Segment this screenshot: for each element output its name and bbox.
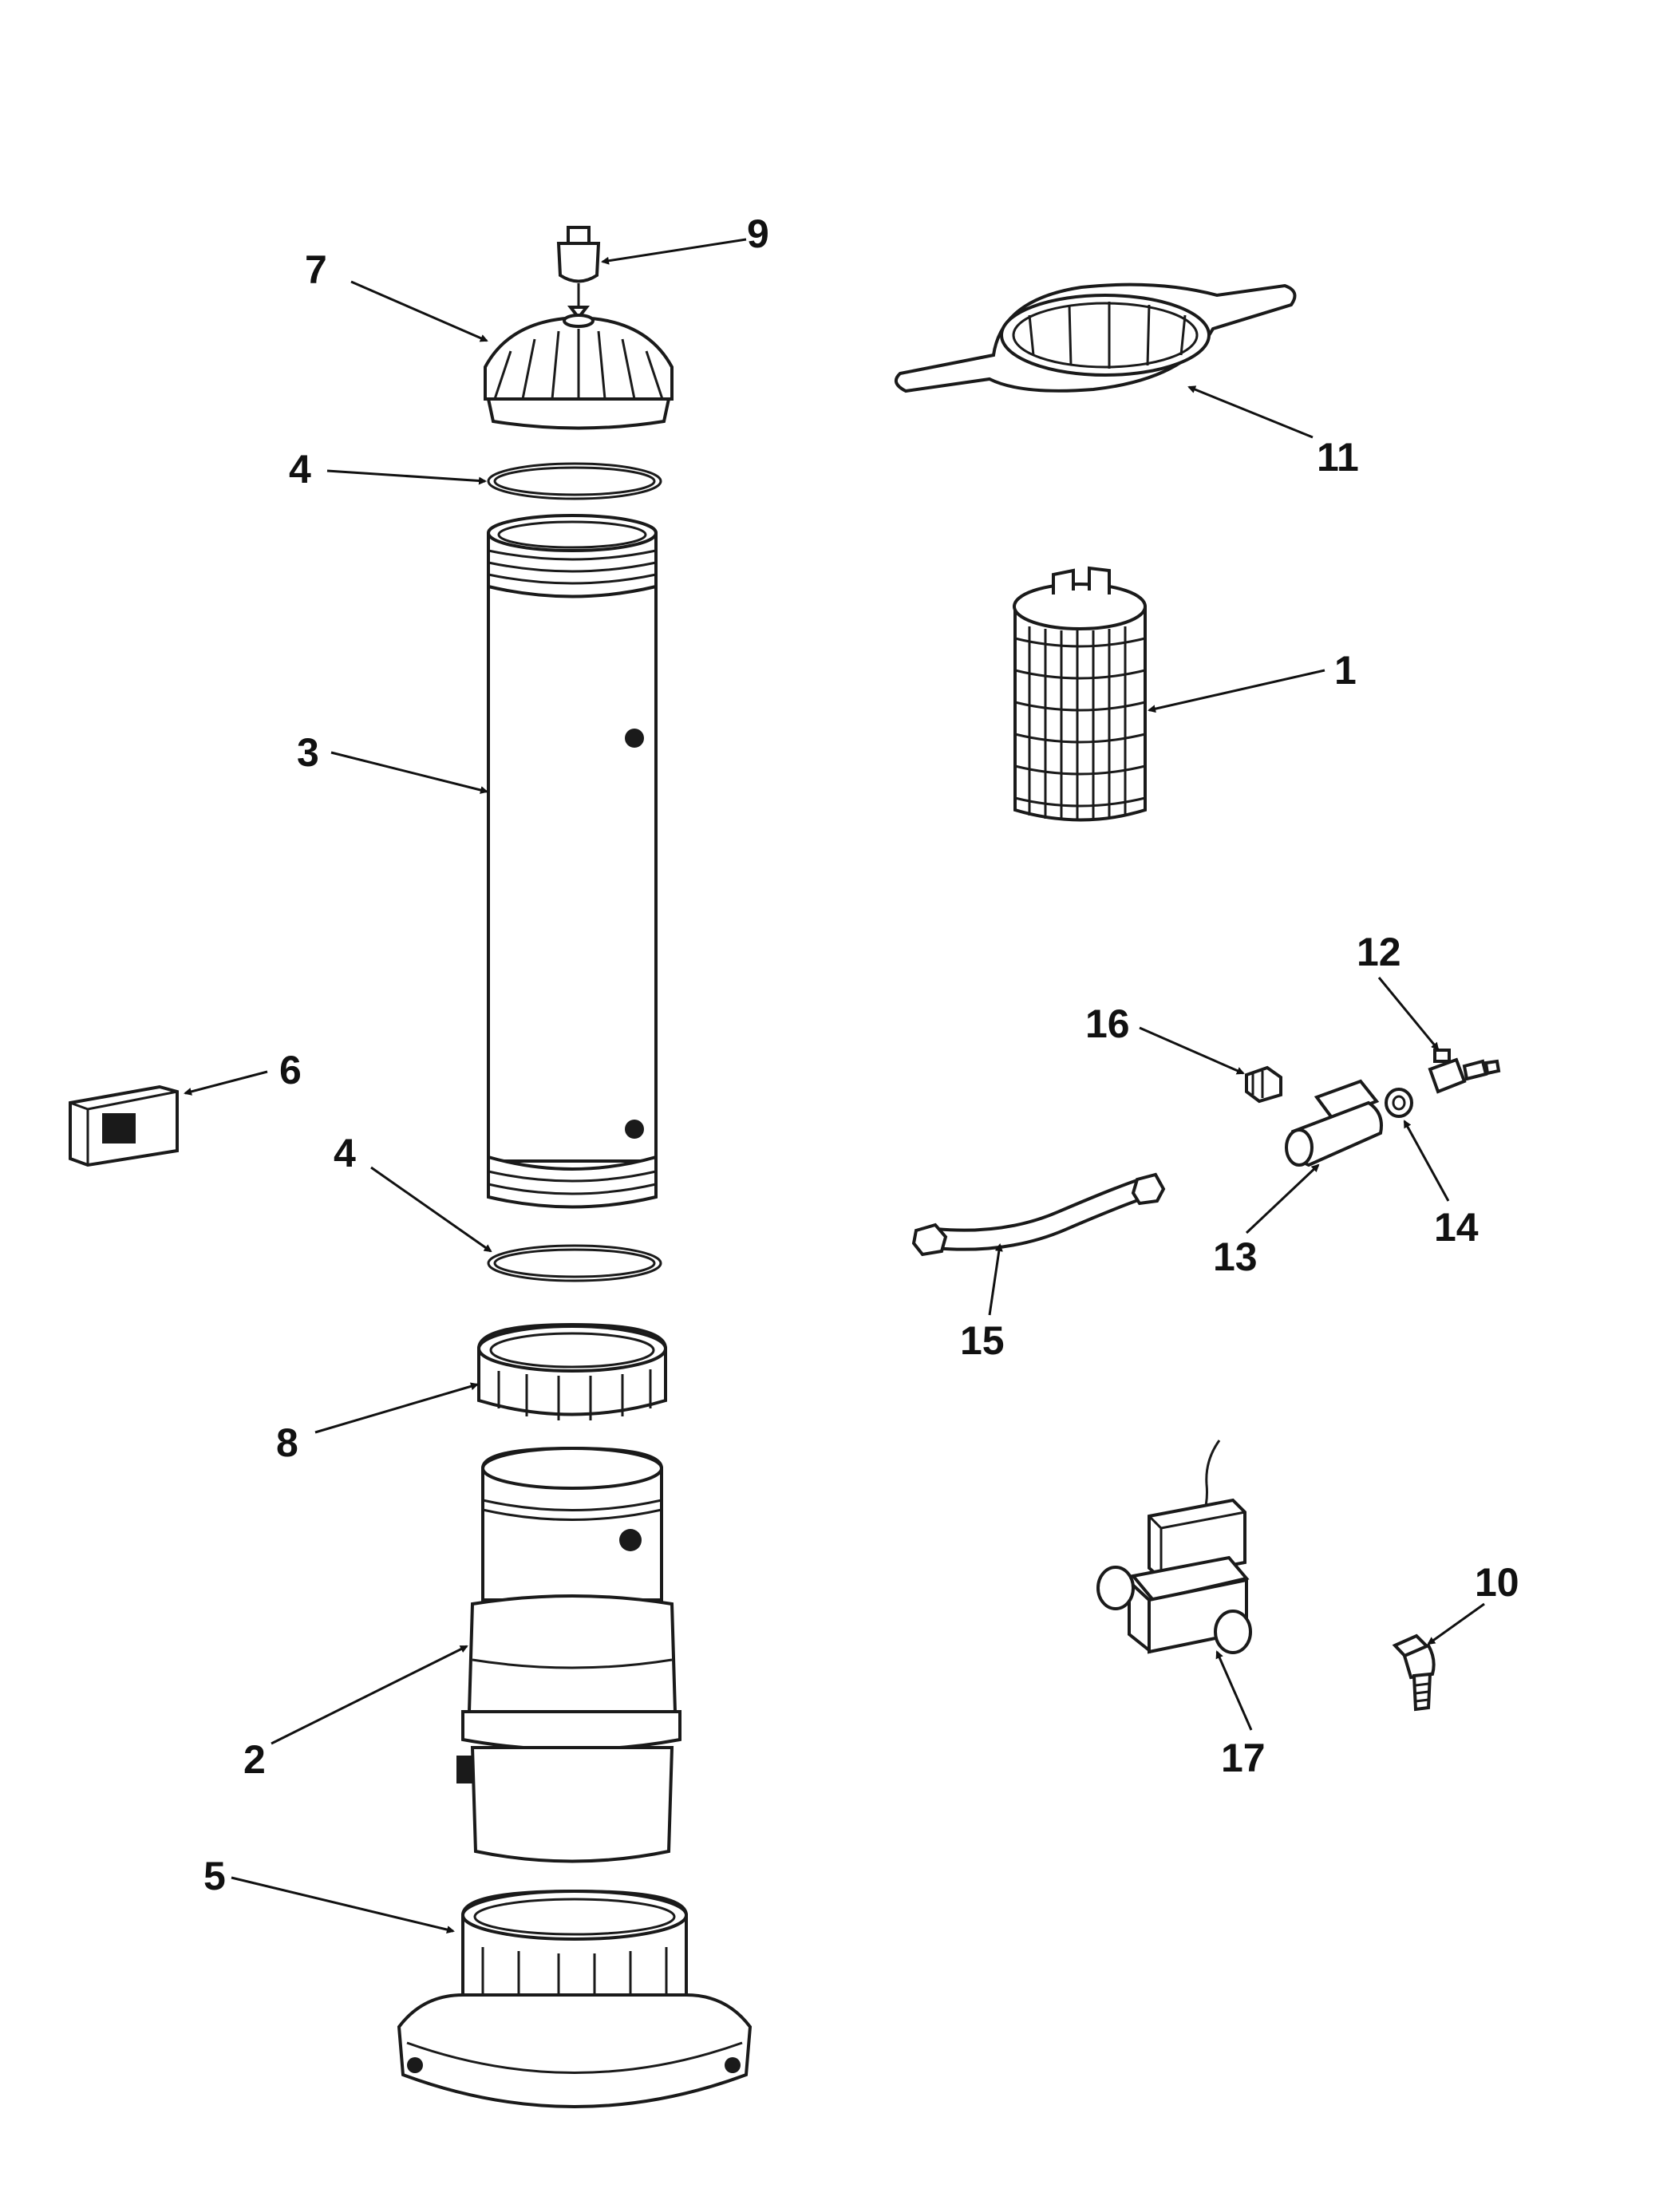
part-label-3: 3 bbox=[297, 730, 319, 775]
leader-line-13 bbox=[1245, 1163, 1320, 1234]
part-label-17: 17 bbox=[1221, 1736, 1266, 1780]
solenoid-valve-icon bbox=[1096, 1440, 1252, 1654]
part-label-11: 11 bbox=[1317, 435, 1359, 480]
o-ring-icon bbox=[487, 1244, 662, 1282]
part-label-9: 9 bbox=[747, 211, 769, 256]
part-label-2: 2 bbox=[243, 1737, 266, 1782]
filter-lid-icon bbox=[484, 314, 674, 430]
hose-icon bbox=[911, 1172, 1166, 1257]
leader-line-6 bbox=[184, 1070, 268, 1096]
part-label-12: 12 bbox=[1357, 930, 1401, 974]
filter-tank-tube-icon bbox=[487, 514, 658, 1209]
leader-line-2 bbox=[271, 1645, 468, 1745]
tee-fitting-icon bbox=[1285, 1079, 1383, 1167]
drain-valve-icon bbox=[1428, 1049, 1501, 1094]
part-label-7: 7 bbox=[305, 247, 327, 292]
part-label-16: 16 bbox=[1085, 1001, 1130, 1046]
callout-labels: 9 7 4 3 6 4 8 2 5 11 1 16 12 14 13 15 17… bbox=[203, 211, 1519, 1898]
part-label-6: 6 bbox=[279, 1048, 302, 1092]
part-label-1: 1 bbox=[1334, 648, 1357, 693]
bushing-icon bbox=[1385, 1088, 1413, 1118]
leader-line-9 bbox=[601, 238, 747, 265]
leader-line-7 bbox=[350, 280, 488, 342]
leader-lines bbox=[184, 238, 1485, 1934]
leader-line-4-top bbox=[326, 469, 487, 485]
leader-line-10 bbox=[1427, 1602, 1485, 1645]
part-label-8: 8 bbox=[276, 1420, 298, 1465]
leader-line-14 bbox=[1403, 1120, 1450, 1202]
o-ring-icon bbox=[487, 462, 662, 500]
plug-fitting-icon bbox=[1245, 1065, 1282, 1104]
part-label-10: 10 bbox=[1475, 1560, 1519, 1605]
air-relief-valve-icon bbox=[556, 226, 601, 321]
leader-line-4-bottom bbox=[370, 1166, 492, 1253]
control-box-icon bbox=[69, 1084, 179, 1167]
leader-line-16 bbox=[1139, 1026, 1245, 1075]
leader-line-12 bbox=[1377, 977, 1440, 1051]
part-label-4-bottom: 4 bbox=[334, 1131, 356, 1175]
leader-line-15 bbox=[988, 1243, 1003, 1316]
part-label-13: 13 bbox=[1213, 1234, 1258, 1279]
leader-line-5 bbox=[231, 1876, 455, 1934]
part-label-5: 5 bbox=[203, 1854, 226, 1898]
lock-ring-icon bbox=[477, 1322, 667, 1420]
filter-base-icon bbox=[397, 1889, 753, 2108]
leader-line-1 bbox=[1148, 669, 1325, 713]
part-label-15: 15 bbox=[960, 1318, 1005, 1363]
part-label-4-top: 4 bbox=[289, 447, 311, 492]
part-label-14: 14 bbox=[1434, 1205, 1479, 1250]
leader-line-11 bbox=[1187, 385, 1314, 439]
leader-line-8 bbox=[314, 1382, 479, 1434]
lid-wrench-icon bbox=[894, 282, 1297, 393]
leader-line-3 bbox=[330, 751, 488, 794]
leader-line-17 bbox=[1215, 1650, 1253, 1731]
elbow-fitting-icon bbox=[1392, 1633, 1436, 1712]
filter-cartridge-icon bbox=[1013, 566, 1147, 822]
filter-housing-bottom-icon bbox=[456, 1446, 681, 1863]
